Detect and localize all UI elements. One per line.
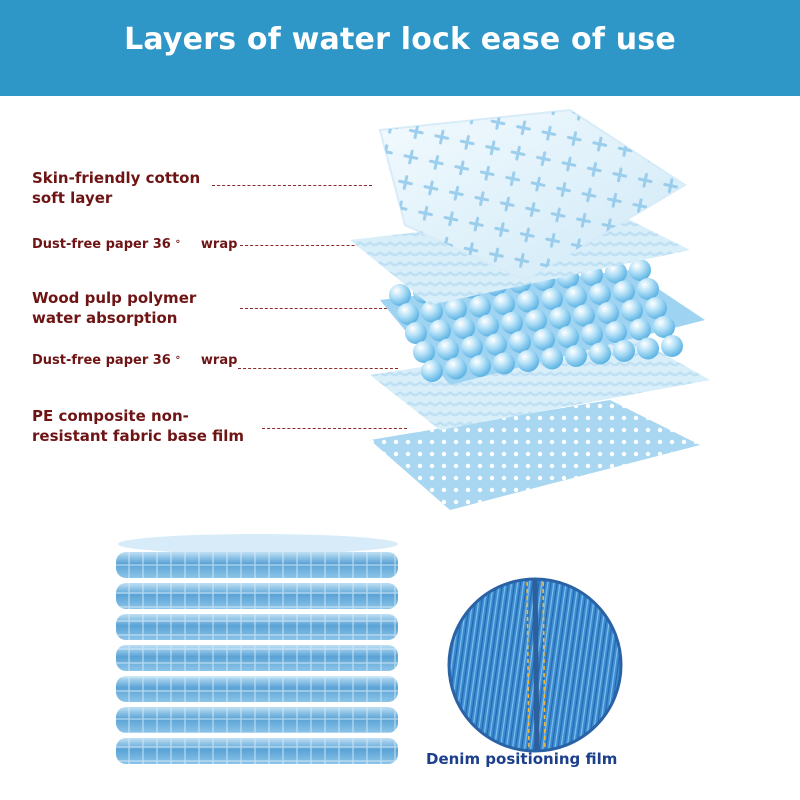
label-dustfree-1-degree: °: [175, 239, 181, 250]
label-wood-pulp-line1: Wood pulp polymer: [32, 289, 197, 307]
polymer-bead: [589, 342, 611, 365]
polymer-bead: [485, 333, 507, 356]
label-cotton-line2: soft layer: [32, 189, 113, 207]
polymer-bead: [637, 278, 659, 300]
polymer-bead: [525, 309, 547, 332]
layer-diagram-illustration: [350, 108, 710, 510]
base-film-layer: [370, 400, 700, 510]
label-pe-line1: PE composite non-: [32, 407, 189, 425]
denim-caption: Denim positioning film: [426, 750, 618, 768]
cotton-top-layer: [378, 108, 687, 282]
leader-line-dustfree-2: [238, 368, 398, 369]
polymer-bead: [613, 280, 635, 303]
polymer-bead: [517, 290, 539, 313]
polymer-bead: [605, 321, 627, 343]
page-title: Layers of water lock ease of use: [124, 22, 676, 57]
label-dustfree-1-text: Dust-free paper 36: [32, 237, 171, 252]
polymer-bead: [613, 340, 635, 362]
leader-line-wood-pulp: [240, 308, 392, 309]
leader-line-cotton: [212, 185, 372, 186]
label-dustfree-1-suffix: wrap: [200, 237, 238, 252]
polymer-bead: [389, 284, 411, 306]
polymer-bead: [621, 299, 643, 322]
polymer-bead: [453, 317, 475, 339]
label-wood-pulp-line2: water absorption: [32, 309, 178, 327]
polymer-bead: [637, 337, 659, 360]
polymer-bead: [437, 338, 459, 361]
polymer-bead: [581, 323, 603, 346]
polymer-bead: [445, 357, 467, 380]
polymer-bead: [413, 341, 435, 363]
polymer-bead: [565, 345, 587, 367]
polymer-bead: [549, 307, 571, 329]
polymer-bead: [661, 335, 683, 357]
folded-pad-texture: [116, 583, 398, 609]
polymer-bead: [645, 297, 667, 319]
title-banner: Layers of water lock ease of use: [0, 0, 800, 96]
polymer-bead: [493, 293, 515, 315]
label-dustfree-2-suffix: wrap: [200, 353, 238, 368]
polymer-bead: [421, 300, 443, 323]
polymer-bead: [445, 298, 467, 320]
polymer-bead: [429, 319, 451, 342]
polymer-bead: [597, 302, 619, 324]
polymer-bead: [629, 318, 651, 341]
label-wood-pulp: Wood pulp polymer water absorption: [32, 288, 196, 328]
polymer-bead: [541, 288, 563, 310]
polymer-bead: [501, 312, 523, 334]
polymer-bead: [533, 328, 555, 351]
label-dustfree-2-text: Dust-free paper 36: [32, 353, 171, 368]
folded-pad-texture: [116, 707, 398, 733]
leader-line-pe: [262, 428, 407, 429]
label-cotton-line1: Skin-friendly cotton: [32, 169, 201, 187]
leader-line-dustfree-1: [240, 245, 385, 246]
denim-film-circle: [447, 577, 623, 753]
polymer-bead: [461, 336, 483, 358]
label-pe-line2: resistant fabric base film: [32, 427, 245, 445]
polymer-bead: [517, 350, 539, 372]
polymer-bead: [421, 360, 443, 382]
folded-pad-texture: [116, 645, 398, 671]
folded-pad-texture: [116, 738, 398, 764]
folded-pad-texture: [116, 614, 398, 640]
folded-pad-texture: [116, 552, 398, 578]
label-dustfree-2-degree: °: [175, 355, 181, 366]
polymer-bead: [589, 283, 611, 305]
label-dustfree-paper-2: Dust-free paper 36 ° wrap: [32, 351, 237, 371]
polymer-bead: [477, 314, 499, 337]
folded-pad-texture: [116, 676, 398, 702]
polymer-bead: [469, 295, 491, 318]
polymer-bead: [557, 326, 579, 348]
polymer-bead: [469, 355, 491, 377]
stacked-pads-image: [116, 534, 398, 764]
polymer-bead: [565, 285, 587, 308]
label-pe-base-film: PE composite non- resistant fabric base …: [32, 406, 244, 446]
polymer-bead: [605, 261, 627, 284]
polymer-bead: [629, 259, 651, 281]
polymer-bead: [573, 304, 595, 327]
polymer-bead: [541, 347, 563, 370]
polymer-bead: [653, 316, 675, 338]
polymer-bead: [493, 352, 515, 375]
polymer-bead: [509, 331, 531, 353]
label-dustfree-paper-1: Dust-free paper 36 ° wrap: [32, 235, 237, 255]
polymer-bead: [405, 322, 427, 344]
polymer-bead: [397, 303, 419, 325]
label-cotton-layer: Skin-friendly cotton soft layer: [32, 168, 200, 208]
